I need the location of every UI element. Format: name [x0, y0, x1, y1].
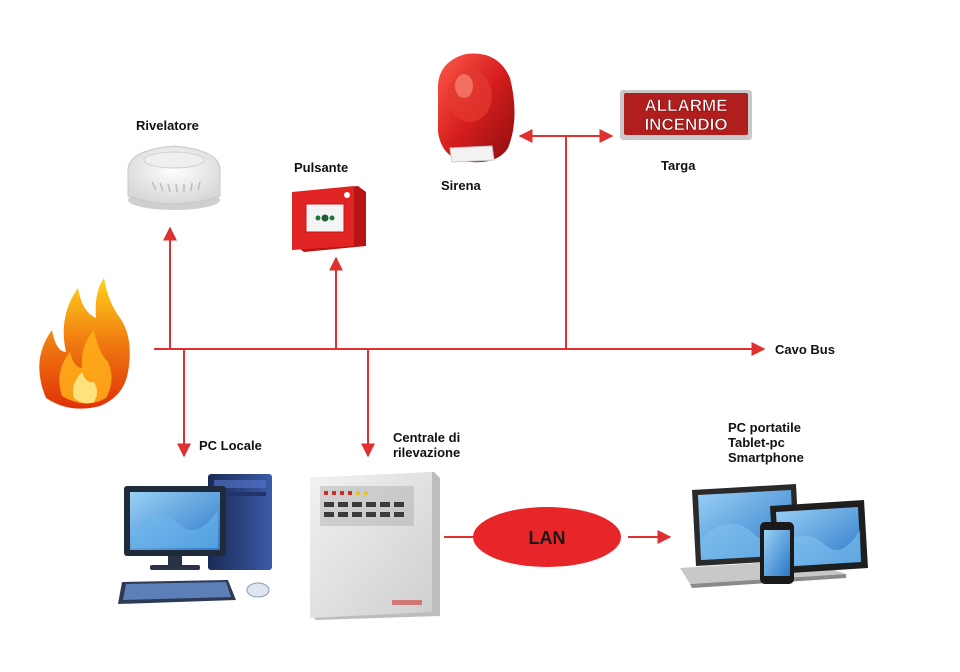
desktop-pc-icon: [118, 474, 272, 604]
fire-icon: [39, 278, 130, 409]
siren-label: Sirena: [441, 178, 481, 193]
panel-label-line-2: rilevazione: [393, 445, 461, 460]
alarm-sign-icon: ALLARME INCENDIO: [620, 90, 752, 140]
devices-label-line-3: Smartphone: [728, 450, 804, 465]
panel-label: Centrale di rilevazione: [393, 430, 460, 460]
detector-label: Rivelatore: [136, 118, 199, 133]
bus-lines: [154, 129, 766, 544]
bus-label: Cavo Bus: [775, 342, 835, 357]
sign-label: Targa: [661, 158, 696, 173]
devices-label-line-2: Tablet-pc: [728, 435, 785, 450]
mobile-devices-icon: [680, 484, 868, 588]
lan-node: LAN: [473, 507, 621, 567]
sign-line-2: INCENDIO: [644, 115, 727, 134]
panel-label-line-1: Centrale di: [393, 430, 461, 445]
devices-label-line-1: PC portatile: [728, 420, 801, 435]
smoke-detector-icon: [127, 145, 221, 210]
lan-label: LAN: [529, 528, 566, 548]
pc-label: PC Locale: [199, 438, 262, 453]
siren-icon: [437, 53, 515, 163]
control-panel-icon: [310, 472, 440, 620]
manual-call-point-icon: [292, 186, 366, 252]
sign-line-1: ALLARME: [644, 96, 727, 115]
button-label: Pulsante: [294, 160, 349, 175]
devices-label: PC portatile Tablet-pc Smartphone: [728, 420, 804, 465]
